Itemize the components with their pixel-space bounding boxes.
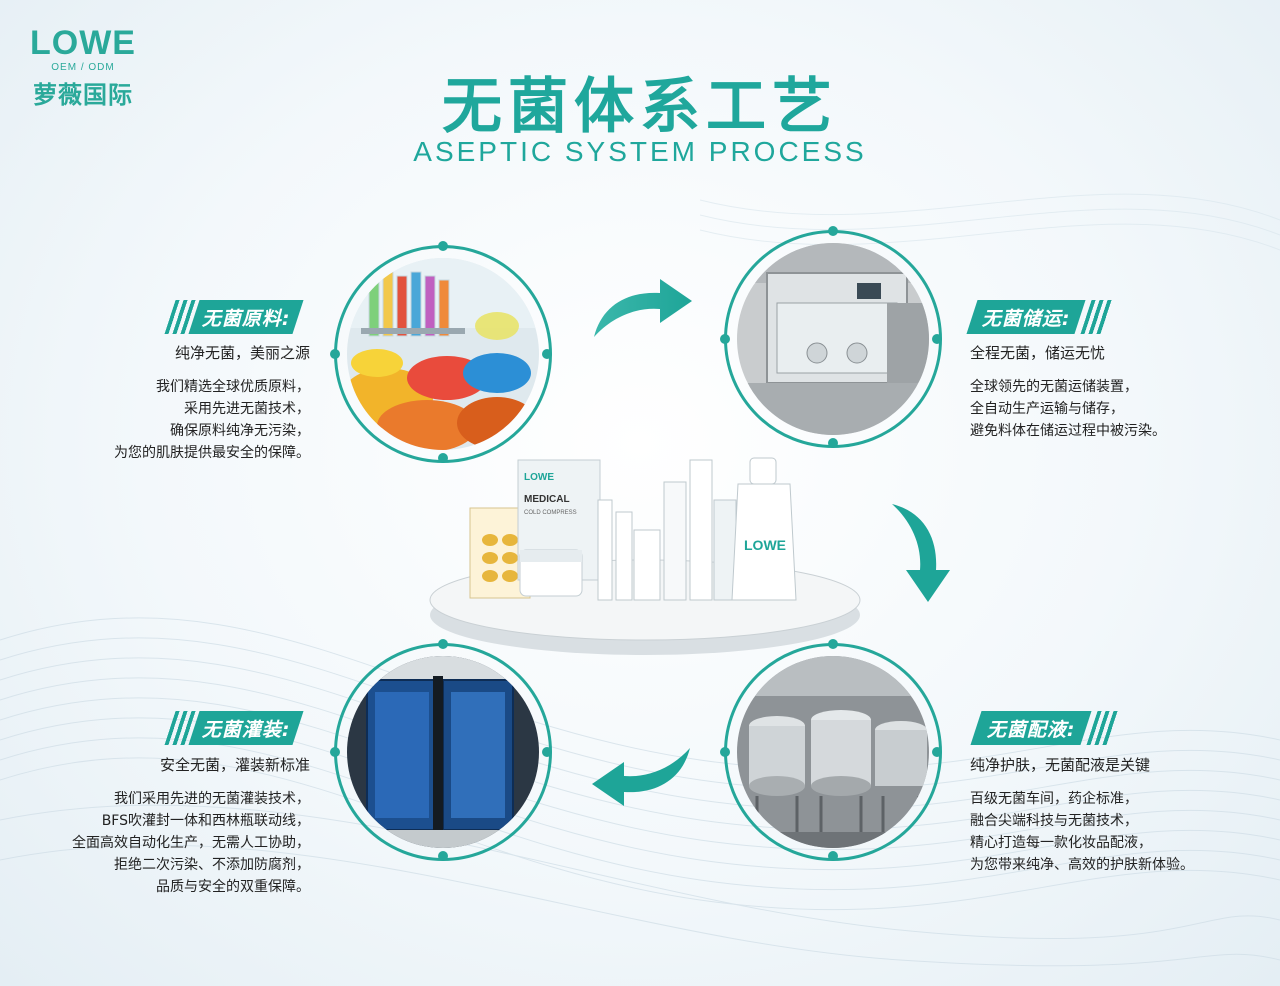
circle-dot (438, 453, 448, 463)
filling-lead: 安全无菌，灌装新标准 (159, 756, 310, 774)
storage-badge-label: 无菌储运: (981, 307, 1071, 330)
storage-line: 全自动生产运输与储存， (970, 401, 1124, 417)
circle-dot (932, 747, 942, 757)
circle-dot (720, 747, 730, 757)
circle-dot (542, 349, 552, 359)
circle-dot (828, 438, 838, 448)
storage-text: 全程无菌，储运无忧 全球领先的无菌运储装置， 全自动生产运输与储存， 避免料体在… (970, 342, 1250, 442)
storage-lead: 全程无菌，储运无忧 (970, 344, 1106, 362)
mixing-lead: 纯净护肤，无菌配液是关键 (970, 756, 1151, 774)
arrow-left-icon (592, 748, 690, 806)
filling-line: 品质与安全的双重保障。 (156, 879, 310, 895)
circle-dot (542, 747, 552, 757)
filling-photo (347, 656, 539, 848)
filling-line: 拒绝二次污染、不添加防腐剂， (114, 857, 310, 873)
product-sublabel: COLD COMPRESS (524, 510, 577, 516)
mixing-line: 百级无菌车间，药企标准， (970, 791, 1138, 807)
mixing-photo-circle (720, 639, 942, 861)
logo-tagline: OEM / ODM (51, 62, 115, 73)
circle-dot (438, 241, 448, 251)
logo-chinese-name: 萝薇国际 (33, 81, 133, 109)
materials-badge-label: 无菌原料: (201, 307, 291, 330)
circle-dot (828, 226, 838, 236)
storage-line: 全球领先的无菌运储装置， (970, 379, 1138, 395)
circle-dot (828, 639, 838, 649)
product-bottle-brand: LOWE (744, 537, 786, 553)
circle-dot (932, 334, 942, 344)
filling-badge-label: 无菌灌装: (201, 718, 291, 741)
mixing-badge: 无菌配液: (970, 711, 1092, 745)
circle-dot (438, 639, 448, 649)
materials-line: 确保原料纯净无污染， (170, 423, 310, 439)
storage-photo-circle (720, 226, 942, 448)
brand-logo: LOWE OEM / ODM 萝薇国际 (28, 26, 138, 110)
circle-dot (330, 349, 340, 359)
storage-photo (737, 243, 929, 435)
product-display: LOWE MEDICAL COLD COMPRESS LOWE (429, 457, 861, 655)
filling-line: 全面高效自动化生产，无需人工协助， (72, 835, 310, 851)
mixing-photo (737, 656, 929, 848)
storage-line: 避免料体在储运过程中被污染。 (970, 423, 1166, 439)
storage-badge: 无菌储运: (966, 300, 1086, 334)
circle-dot (828, 851, 838, 861)
logo-wordmark: LOWE (30, 24, 136, 62)
filling-badge: 无菌灌装: (188, 711, 304, 745)
mixing-badge-label: 无菌配液: (986, 718, 1076, 741)
product-label: MEDICAL (524, 494, 570, 505)
materials-line: 为您的肌肤提供最安全的保障。 (114, 445, 310, 461)
circle-dot (330, 747, 340, 757)
mixing-line: 精心打造每一款化妆品配液， (970, 835, 1152, 851)
materials-text: 纯净无菌，美丽之源 我们精选全球优质原料， 采用先进无菌技术， 确保原料纯净无污… (60, 342, 310, 464)
mixing-text: 纯净护肤，无菌配液是关键 百级无菌车间，药企标准， 融合尖端科技与无菌技术， 精… (970, 754, 1270, 876)
materials-photo-circle (330, 241, 552, 463)
circle-dot (438, 851, 448, 861)
materials-line: 采用先进无菌技术， (184, 401, 310, 417)
materials-badge: 无菌原料: (188, 300, 304, 334)
materials-lead: 纯净无菌，美丽之源 (174, 344, 310, 362)
filling-photo-circle (330, 639, 552, 861)
product-brand: LOWE (524, 472, 554, 483)
mixing-line: 融合尖端科技与无菌技术， (970, 813, 1138, 829)
filling-text: 安全无菌，灌装新标准 我们采用先进的无菌灌装技术， BFS吹灌封一体和西林瓶联动… (30, 754, 310, 898)
arrow-right-icon (594, 279, 692, 337)
materials-photo (347, 258, 539, 450)
circle-dot (720, 334, 730, 344)
arrow-down-icon (892, 504, 950, 602)
page-title: 无菌体系工艺 (442, 72, 838, 142)
filling-line: 我们采用先进的无菌灌装技术， (114, 791, 310, 807)
materials-line: 我们精选全球优质原料， (156, 379, 310, 395)
filling-line: BFS吹灌封一体和西林瓶联动线， (101, 813, 310, 829)
mixing-line: 为您带来纯净、高效的护肤新体验。 (970, 857, 1194, 873)
page-subtitle: ASEPTIC SYSTEM PROCESS (413, 136, 867, 167)
